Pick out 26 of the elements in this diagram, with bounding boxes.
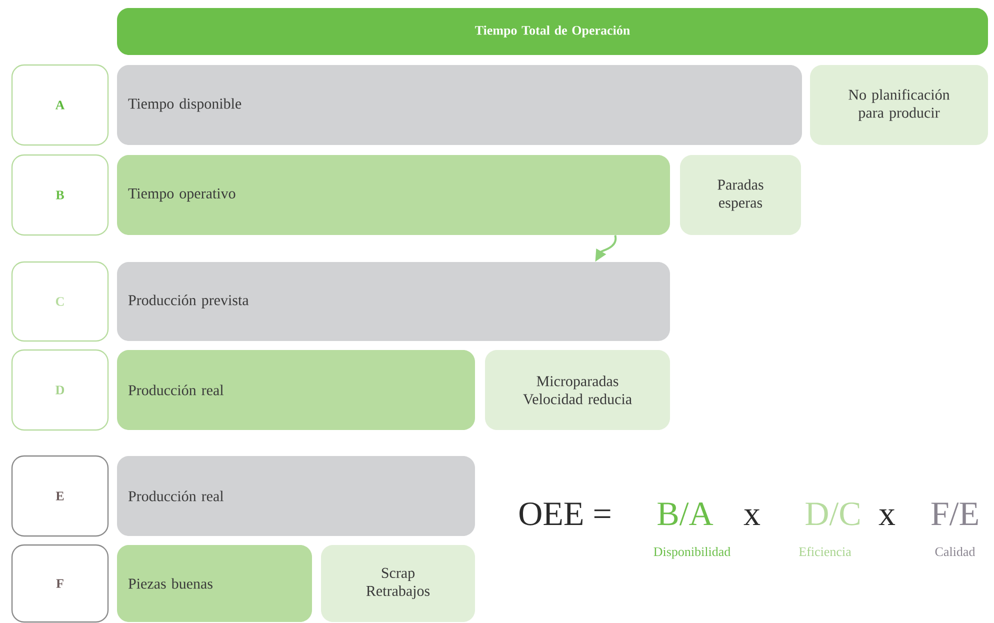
time-bar: Tiempo operativo — [117, 155, 670, 235]
formula-term: D/C — [806, 502, 860, 526]
time-bar: Producción real — [117, 350, 475, 430]
loss-box: No planificación para producir — [810, 65, 988, 145]
formula-term: B/A — [658, 502, 714, 526]
formula-term: F/E — [931, 502, 978, 526]
letter-box: C — [11, 261, 109, 342]
time-bar: Tiempo disponible — [117, 65, 802, 145]
formula-term: x — [744, 509, 760, 525]
time-bar: Piezas buenas — [117, 545, 312, 622]
letter-box: E — [11, 455, 109, 537]
letter-box: D — [11, 349, 109, 431]
formula-caption: Disponibilidad — [654, 546, 730, 559]
letter-box: A — [11, 64, 109, 146]
letter-box: B — [11, 154, 109, 236]
formula-term: x — [878, 509, 896, 525]
letter-box: F — [11, 544, 109, 623]
loss-box: Microparadas Velocidad reducia — [485, 350, 670, 430]
formula-caption: Calidad — [935, 546, 976, 556]
title-bar: Tiempo Total de Operación — [117, 8, 988, 55]
formula-term: OEE = — [520, 502, 610, 526]
loss-box: Scrap Retrabajos — [321, 545, 475, 622]
formula-caption: Eficiencia — [799, 546, 852, 556]
loss-box: Paradas esperas — [680, 155, 801, 235]
time-bar: Producción real — [117, 456, 475, 536]
time-bar: Producción prevista — [117, 262, 670, 341]
